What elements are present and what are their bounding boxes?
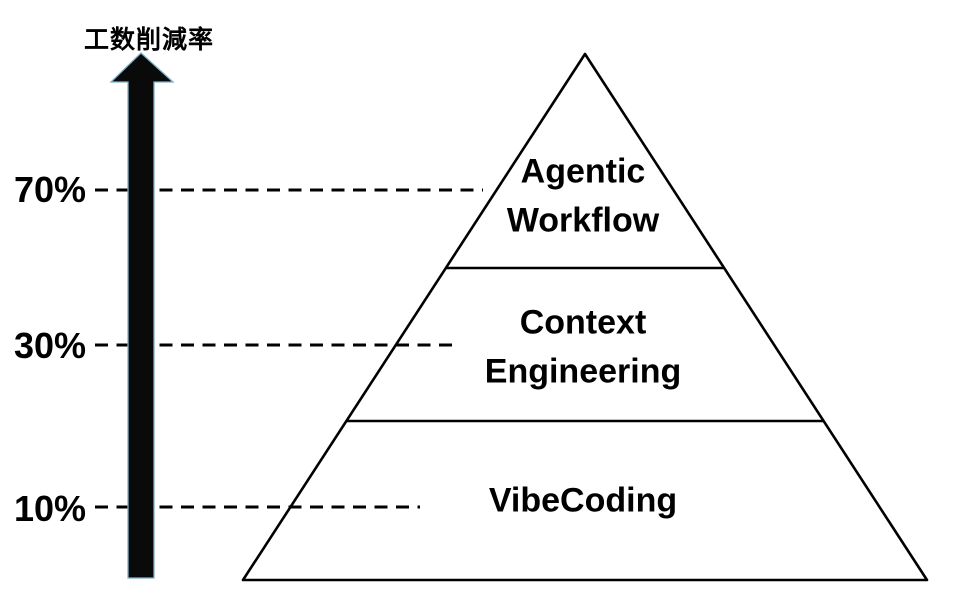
pyramid-outline (241, 52, 929, 582)
tick-label-30: 30% (13, 325, 86, 366)
tick-label-10: 10% (13, 488, 86, 529)
tier-label-agentic-workflow: Agentic Workflow (506, 152, 660, 240)
tick-label-70: 70% (13, 169, 86, 210)
axis-title: 工数削減率 (84, 26, 215, 54)
tier-label-vibecoding: VibeCoding (488, 481, 678, 520)
up-arrow-icon (109, 52, 175, 579)
tier-label-context-engineering: Context Engineering (484, 303, 682, 391)
